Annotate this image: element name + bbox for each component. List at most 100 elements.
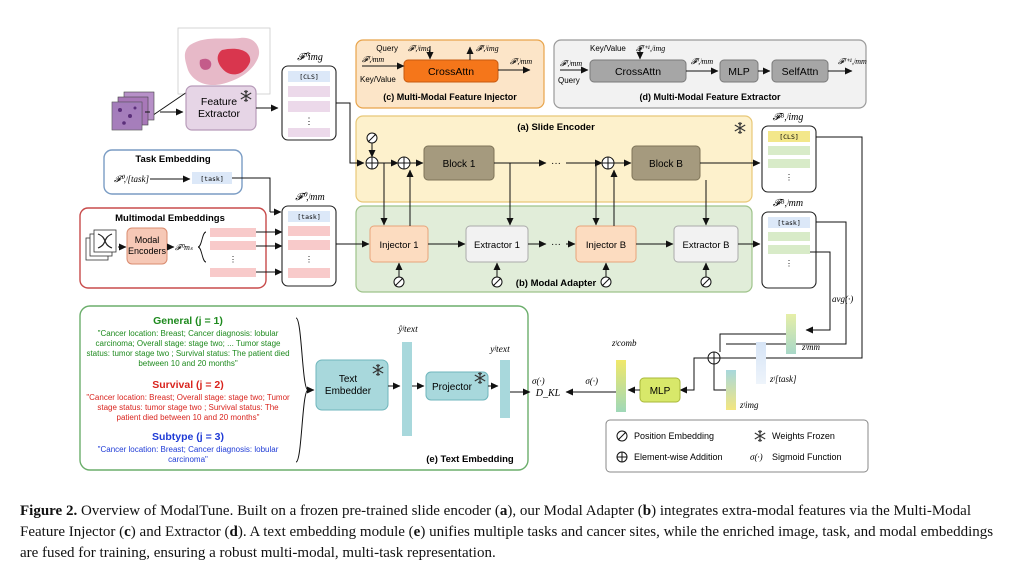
z-task-label: zʲ[task]	[769, 374, 797, 384]
caption-part: ) and Extractor (	[130, 524, 230, 540]
y-text-vector	[500, 360, 510, 418]
crossattn-extractor-label: CrossAttn	[615, 66, 661, 78]
extractor-detail-panel: Key/Value 𝓕ⁱ⁺¹,ʲimg 𝓕ⁱ,ʲmm Query CrossAt…	[553, 39, 867, 109]
svg-text:𝓕ⁱ,ʲmm: 𝓕ⁱ,ʲmm	[560, 59, 582, 68]
mlp-extractor-label: MLP	[728, 66, 750, 78]
block-b-label: Block B	[649, 159, 683, 170]
block-1-label: Block 1	[443, 159, 476, 170]
svg-text:[CLS]: [CLS]	[779, 133, 799, 141]
f-mm0-label: 𝓕⁰,ʲmm	[295, 191, 324, 203]
svg-text:Query: Query	[558, 76, 580, 85]
dkl-label: D_KL	[535, 388, 561, 399]
projector-label: Projector	[432, 382, 473, 393]
y-text-label: yʲtext	[489, 345, 510, 355]
caption-part: ). A text embedding module (	[237, 524, 414, 540]
cls-token-label: [CLS]	[299, 73, 319, 81]
svg-text:···: ···	[551, 158, 561, 169]
multimodal-title: Multimodal Embeddings	[115, 213, 225, 224]
modal-adapter-panel: Injector 1 Extractor 1 Injector B Extrac…	[355, 205, 753, 293]
svg-text:𝓕ⁱ,ʲmm: 𝓕ⁱ,ʲmm	[510, 57, 532, 66]
extractor-b-label: Extractor B	[683, 240, 730, 251]
caption-part: e	[413, 524, 421, 540]
f-img0-token-column: 𝓕⁰img [CLS] ⋮	[281, 51, 337, 141]
svg-text:Key/Value: Key/Value	[360, 75, 396, 84]
z-mm-label: zʲmm	[801, 342, 820, 352]
caption-part: d	[229, 524, 238, 540]
f-mmB-label: 𝓕ᴮ,ʲmm	[773, 198, 803, 209]
modal-adapter-caption: (b) Modal Adapter	[516, 278, 597, 289]
f-mmB-token-column: 𝓕ᴮ,ʲmm [task] ⋮	[761, 198, 817, 289]
yhat-text-vector	[402, 342, 412, 436]
svg-text:[task]: [task]	[777, 219, 800, 227]
z-img-label: zʲimg	[739, 400, 759, 410]
task-embedding-box: Task Embedding 𝓕⁰,ʲ[task] [task]	[103, 149, 243, 195]
legend-frozen: Weights Frozen	[772, 431, 835, 441]
avg-label: avg(·)	[832, 294, 853, 304]
caption-part: ), our Modal Adapter (	[507, 503, 643, 519]
extractor-detail-caption: (d) Multi-Modal Feature Extractor	[639, 92, 781, 102]
f-img0-label: 𝓕⁰img	[297, 51, 323, 63]
text-embedder-block	[315, 359, 389, 411]
svg-text:⋮: ⋮	[785, 259, 793, 268]
dna-icon	[85, 229, 117, 261]
svg-text:𝓕ⁱ⁺¹,ʲimg: 𝓕ⁱ⁺¹,ʲimg	[636, 44, 665, 53]
mlp-fusion-label: MLP	[650, 386, 671, 397]
text-embedding-caption: (e) Text Embedding	[426, 454, 514, 465]
legend-sigmoid: Sigmoid Function	[772, 452, 842, 462]
svg-text:Query: Query	[376, 44, 398, 53]
svg-text:⋮: ⋮	[785, 173, 793, 182]
wsi-thumbnail	[177, 27, 271, 95]
legend: Position Embedding Weights Frozen Elemen…	[605, 419, 869, 473]
survival-title: Survival (j = 2)	[152, 379, 224, 391]
injector-b-label: Injector B	[586, 240, 626, 251]
survival-text: "Cancer location: Breast; Overall stage:…	[86, 393, 290, 422]
legend-add: Element-wise Addition	[634, 452, 723, 462]
caption-part: a	[499, 503, 508, 519]
main-flow: ··· ···	[336, 102, 761, 288]
caption-part: c	[124, 524, 131, 540]
injector-detail-panel: CrossAttn Query 𝓕ⁱ,ʲimg 𝓕̂ⁱ,ʲimg 𝓕ⁱ,ʲmm …	[355, 39, 545, 109]
task-input-label: 𝓕⁰,ʲ[task]	[114, 174, 149, 184]
f-imgB-token-column: 𝓕ᴮ,ʲimg [CLS] ⋮	[761, 112, 817, 193]
svg-text:𝓕ⁱ⁺¹,ʲmm: 𝓕ⁱ⁺¹,ʲmm	[838, 57, 867, 66]
subtype-title: Subtype (j = 3)	[152, 431, 224, 443]
caption-body: Overview of ModalTune. Built on a frozen…	[20, 503, 993, 561]
figure-caption: Figure 2. Overview of ModalTune. Built o…	[20, 501, 1005, 564]
fusion-connections: avg(·) zʲmm zʲ[task] zʲimg MLP zʲcomb σ(…	[535, 136, 863, 412]
slide-encoder-caption: (a) Slide Encoder	[517, 122, 595, 133]
z-mm-vector	[786, 314, 796, 354]
svg-text:σ(·): σ(·)	[750, 452, 763, 462]
svg-text:Key/Value: Key/Value	[590, 44, 626, 53]
svg-text:𝓕̂ⁱ,ʲimg: 𝓕̂ⁱ,ʲimg	[476, 44, 499, 53]
general-title: General (j = 1)	[153, 315, 223, 327]
z-comb-vector	[616, 360, 626, 412]
svg-text:⋮: ⋮	[305, 255, 313, 264]
text-embedding-panel: General (j = 1) "Cancer location: Breast…	[79, 305, 545, 471]
crossattn-injector-label: CrossAttn	[428, 66, 474, 78]
task-embedding-title: Task Embedding	[135, 154, 211, 165]
svg-text:···: ···	[551, 239, 561, 250]
f-imgB-label: 𝓕ᴮ,ʲimg	[773, 112, 804, 123]
injector-detail-caption: (c) Multi-Modal Feature Injector	[383, 92, 517, 102]
caption-part: b	[642, 503, 652, 519]
caption-part: ) unifies multiple tasks and cancer site…	[20, 524, 994, 561]
svg-text:𝓕ⁱ,ʲmm: 𝓕ⁱ,ʲmm	[362, 55, 384, 64]
z-img-vector	[726, 370, 736, 410]
general-text: "Cancer location: Breast; Cancer diagnos…	[86, 329, 289, 368]
extractor-1-label: Extractor 1	[474, 240, 520, 251]
task-token-label: [task]	[200, 175, 223, 183]
caption-part: ) integrates extra-modal features via th…	[20, 503, 971, 540]
svg-text:𝓕ⁱ,ʲimg: 𝓕ⁱ,ʲimg	[408, 44, 431, 53]
f-mm0-token-column: 𝓕⁰,ʲmm [task] ⋮	[281, 191, 337, 287]
svg-text:⋮: ⋮	[229, 255, 237, 264]
svg-text:𝓕̂ⁱ,ʲmm: 𝓕̂ⁱ,ʲmm	[691, 57, 713, 66]
caption-part: Overview of ModalTune. Built on a frozen…	[77, 503, 500, 519]
sigma-text-label: σ(·)	[532, 376, 545, 386]
z-comb-label: zʲcomb	[611, 338, 637, 348]
